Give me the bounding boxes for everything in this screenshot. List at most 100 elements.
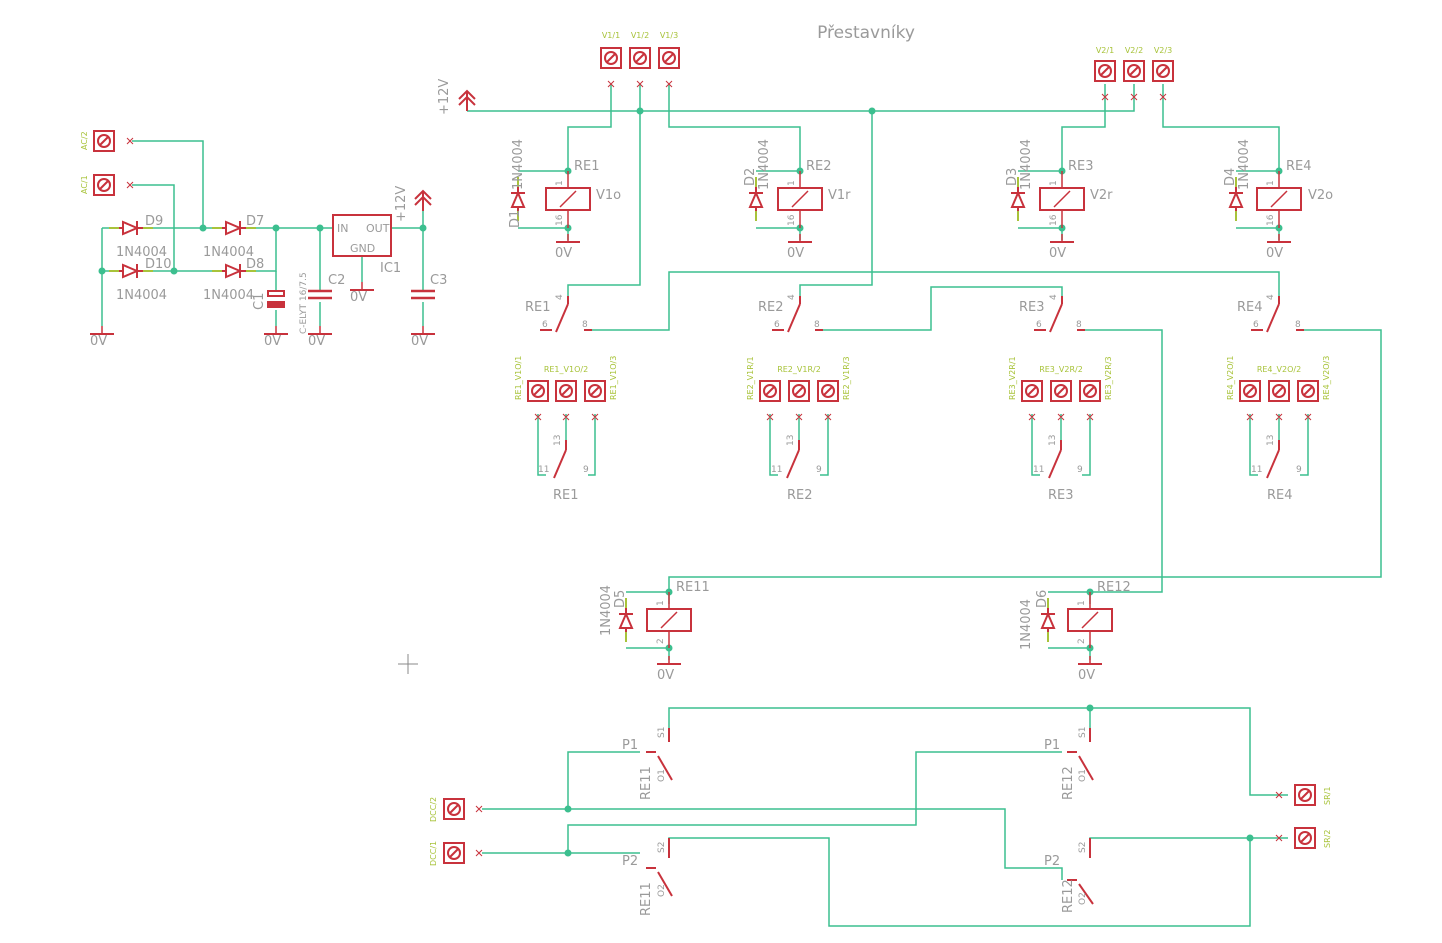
terminal-re4-1[interactable] [1239, 380, 1261, 402]
power-12v-arrow-regulator [414, 190, 432, 212]
coil-re4[interactable] [1256, 187, 1302, 211]
terminal-re2-3[interactable] [817, 380, 839, 402]
contact-p1-re11: P1 [622, 738, 638, 753]
terminal-re1-3[interactable] [584, 380, 606, 402]
diode-ref-d7: D7 [246, 214, 264, 229]
cursor-crosshair [398, 654, 418, 674]
switches-b-labels: RE1 RE2 RE3 RE4 13 13 13 13 11 9 11 9 11… [538, 435, 1302, 503]
gnd-label-re11: 0V [657, 668, 674, 683]
label-sr-2: SR/2 [1323, 830, 1332, 848]
page-title: Přestavníky [817, 23, 915, 43]
terminal-v1-1[interactable] [600, 47, 622, 69]
terminal-v2-1[interactable] [1094, 60, 1116, 82]
label-dcc-1: DCC/1 [429, 841, 438, 866]
contact-o1-re11: O1 [657, 769, 667, 782]
gnd-label-ps-5: 0V [411, 334, 428, 349]
contact-o1-re12: O1 [1078, 769, 1088, 782]
pin-sw-re2-8: 8 [814, 320, 820, 330]
coil-re2[interactable] [777, 187, 823, 211]
pin-re4-1: 1 [1266, 180, 1276, 186]
diode-ref-d8: D8 [246, 257, 264, 272]
switches-a-labels: RE1 RE2 RE3 RE4 4 4 4 4 6 8 6 8 6 8 6 8 [525, 294, 1301, 330]
pin-sw-re1-4: 4 [555, 294, 565, 300]
pin-re12-1: 1 [1077, 600, 1087, 606]
diode-ref-d4: D4 [1223, 168, 1238, 186]
diode-ref-d2: D2 [743, 168, 758, 186]
label-ac-2: AC/2 [80, 131, 89, 150]
terminal-re1-2[interactable] [555, 380, 577, 402]
pin-re4-16: 16 [1266, 214, 1276, 226]
switch-a-ref-re4: RE4 [1237, 300, 1263, 315]
terminal-ac-1[interactable] [93, 174, 115, 196]
terminal-dcc-2[interactable] [443, 798, 465, 820]
terminal-re1-1[interactable] [527, 380, 549, 402]
coil-ref-re2: RE2 [806, 159, 832, 174]
contact-p1-re12: P1 [1044, 738, 1060, 753]
terminal-v1-2[interactable] [629, 47, 651, 69]
pin-re2-16: 16 [787, 214, 797, 226]
terminal-label-re2-3: RE2_V1R/3 [842, 356, 851, 400]
gnd-label-re4: 0V [1266, 246, 1283, 261]
label-sr-1: SR/1 [1323, 787, 1332, 805]
junction-dots [98, 107, 1283, 857]
terminal-label-re4-1: RE4_V2O/1 [1226, 356, 1235, 400]
pin-swb-re1-9: 9 [583, 465, 589, 475]
diode-ref-d5: D5 [613, 590, 628, 608]
coil-ref-re4: RE4 [1286, 159, 1312, 174]
terminal-re4-3[interactable] [1297, 380, 1319, 402]
terminal-re2-1[interactable] [759, 380, 781, 402]
terminal-label-re2-1: RE2_V1R/1 [746, 356, 755, 400]
switches-b [553, 440, 1280, 479]
power-supply: AC/2 AC/1 D9 D7 D10 D8 1N4004 1N4004 1N4… [80, 130, 447, 349]
coil-ref-re12: RE12 [1097, 580, 1131, 595]
terminal-label-re3-2: RE3_V2R/2 [1039, 365, 1083, 374]
coil-ref-re3: RE3 [1068, 159, 1094, 174]
regulator-out-label: OUT [366, 222, 390, 235]
coil-re3[interactable] [1039, 187, 1085, 211]
diode-value-d3: 1N4004 [1019, 139, 1034, 190]
gnd-label-ps-2: 0V [264, 334, 281, 349]
terminal-re3-1[interactable] [1021, 380, 1043, 402]
switch-a-ref-re3: RE3 [1019, 300, 1045, 315]
terminal-re2-2[interactable] [788, 380, 810, 402]
pin-sw-re3-6: 6 [1036, 320, 1042, 330]
regulator-ic1[interactable] [332, 214, 392, 257]
gnd-label-ps-1: 0V [90, 334, 107, 349]
terminal-sr-2[interactable] [1294, 827, 1316, 849]
coil-value-re3: V2r [1090, 188, 1113, 203]
terminal-re3-2[interactable] [1050, 380, 1072, 402]
terminal-re4-2[interactable] [1268, 380, 1290, 402]
dcc-section: DCC/2 DCC/1 SR/1 SR/2 P1 P1 P2 P2 [429, 727, 1332, 916]
switch-b-ref-re2: RE2 [787, 488, 813, 503]
top-connectors: V1/1 V1/2 V1/3 V2/1 V2/2 V2/3 [600, 31, 1174, 101]
regulator-in-label: IN [337, 222, 348, 235]
pin-sw-re2-6: 6 [774, 320, 780, 330]
pin-swb-re3-13: 13 [1048, 435, 1058, 446]
terminal-sr-1[interactable] [1294, 784, 1316, 806]
pin-re11-1: 1 [656, 600, 666, 606]
capacitor-ref-c3: C3 [430, 273, 447, 288]
terminal-re3-3[interactable] [1079, 380, 1101, 402]
terminal-dcc-1[interactable] [443, 842, 465, 864]
pin-swb-re2-9: 9 [816, 465, 822, 475]
pin-swb-re3-11: 11 [1033, 465, 1044, 475]
coil-re1[interactable] [545, 187, 591, 211]
contact-s2-re11: S2 [657, 842, 667, 853]
terminal-ac-2[interactable] [93, 130, 115, 152]
terminal-v2-2[interactable] [1123, 60, 1145, 82]
terminal-v2-3[interactable] [1152, 60, 1174, 82]
capacitor-ref-c1: C1 [252, 293, 267, 310]
pin-swb-re2-11: 11 [771, 465, 782, 475]
diode-value-d10: 1N4004 [116, 288, 167, 303]
capacitor-c1[interactable] [267, 290, 285, 297]
label-v2-3: V2/3 [1154, 46, 1172, 55]
coil-re12[interactable] [1067, 608, 1113, 632]
terminal-label-re4-3: RE4_V2O/3 [1322, 356, 1331, 400]
terminal-v1-3[interactable] [658, 47, 680, 69]
coil-re11[interactable] [646, 608, 692, 632]
gnd-label-re1: 0V [555, 246, 572, 261]
pin-re2-1: 1 [787, 180, 797, 186]
regulator-12v-label: +12V [394, 186, 409, 222]
dcc-ref-re12-top: RE12 [1061, 766, 1076, 800]
